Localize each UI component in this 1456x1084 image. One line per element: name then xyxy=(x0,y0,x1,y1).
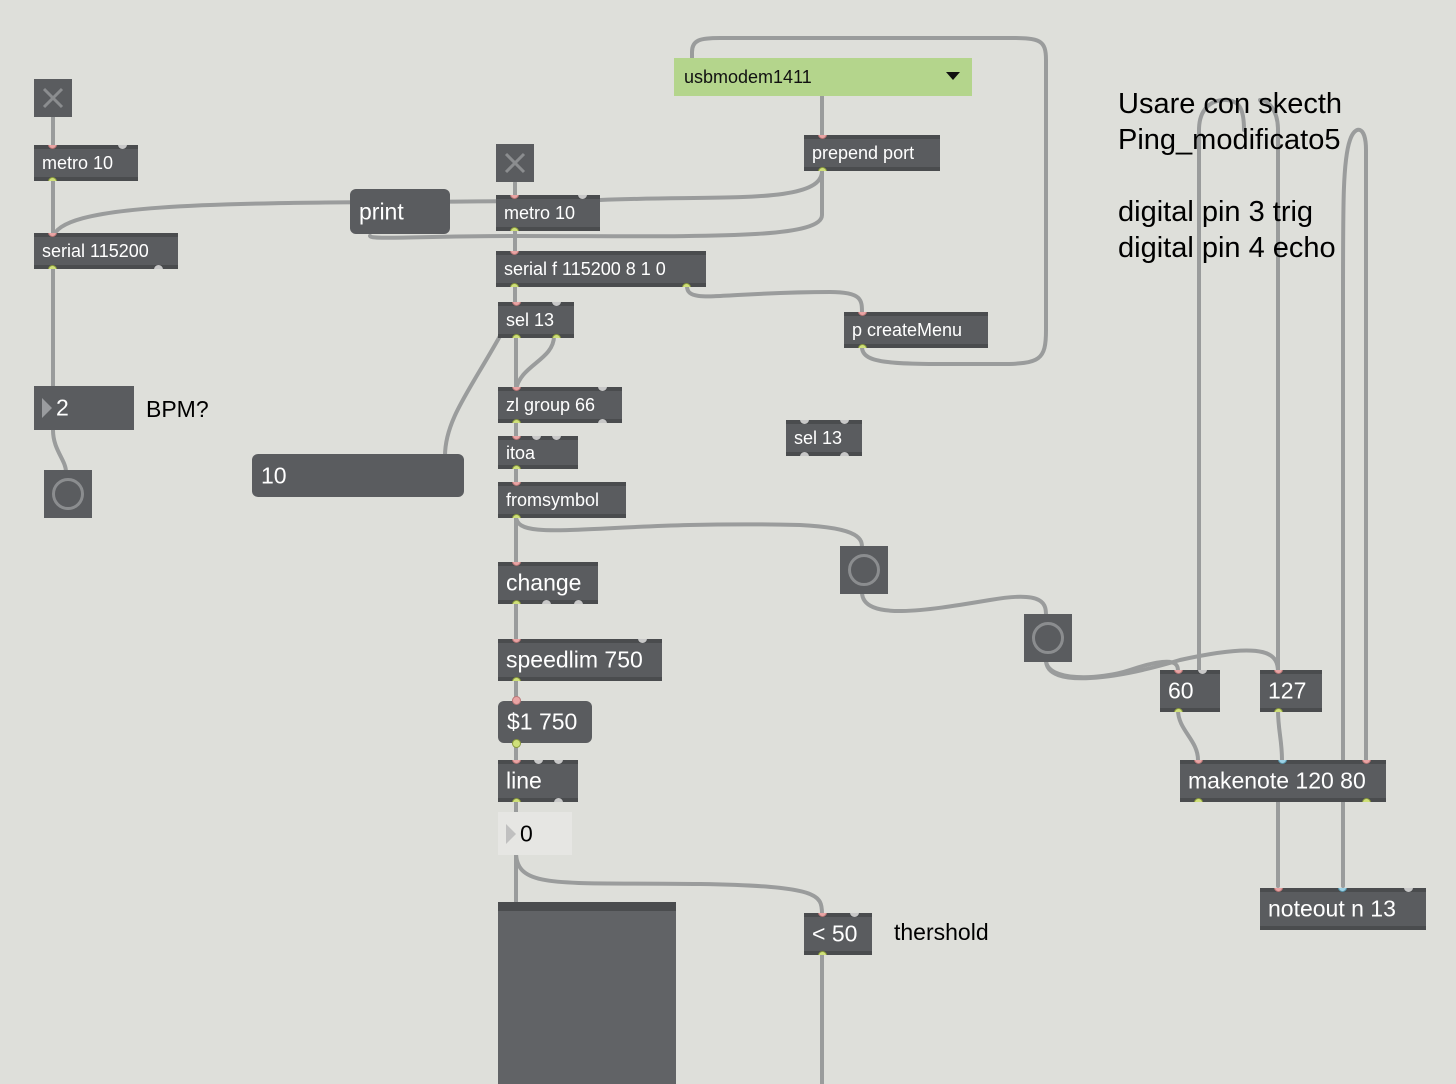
print-object[interactable]: print xyxy=(350,189,450,234)
bpm-number-value: 2 xyxy=(56,394,69,421)
line-number-value: 0 xyxy=(520,820,533,846)
note-line-4: digital pin 4 echo xyxy=(1118,232,1336,264)
bang-right[interactable] xyxy=(1024,614,1072,662)
message-line-ramp-label: $1 750 xyxy=(507,708,578,735)
cord xyxy=(514,514,864,550)
lessthan-object[interactable]: < 50 xyxy=(804,913,872,955)
x-icon xyxy=(504,152,526,174)
cord xyxy=(1044,658,1180,680)
cord xyxy=(860,590,1048,618)
message-line-ramp[interactable]: $1 750 xyxy=(498,696,592,748)
speedlim-label: speedlim 750 xyxy=(506,646,643,673)
cord xyxy=(1276,708,1284,762)
note-line-2: Ping_modificato5 xyxy=(1118,124,1341,156)
number-60-label: 60 xyxy=(1168,677,1194,704)
number-127[interactable]: 127 xyxy=(1260,670,1322,712)
x-icon xyxy=(42,87,64,109)
zl-group-label: zl group 66 xyxy=(506,395,596,415)
makenote-object[interactable]: makenote 120 80 xyxy=(1180,760,1386,802)
speedlim-object[interactable]: speedlim 750 xyxy=(498,639,662,681)
line-object[interactable]: line xyxy=(498,760,578,802)
metro-left[interactable]: metro 10 xyxy=(34,145,138,181)
prepend-port-object[interactable]: prepend port xyxy=(804,135,940,171)
sel13-main-label: sel 13 xyxy=(506,310,555,330)
metro-left-label: metro 10 xyxy=(42,153,114,173)
note-line-1: Usare con skecth xyxy=(1118,88,1343,120)
prepend-port-label: prepend port xyxy=(812,143,915,163)
serial-f-object[interactable]: serial f 115200 8 1 0 xyxy=(496,251,706,287)
port-menu[interactable]: usbmodem1411 xyxy=(674,58,972,96)
noteout-label: noteout n 13 xyxy=(1268,895,1396,922)
circle-icon xyxy=(1032,622,1064,654)
sel13-loose[interactable]: sel 13 xyxy=(786,420,862,456)
fromsymbol-label: fromsymbol xyxy=(506,490,600,510)
change-object[interactable]: change xyxy=(498,562,598,604)
message-10-label: 10 xyxy=(261,462,287,488)
p-createmenu-object[interactable]: p createMenu xyxy=(844,312,988,348)
fromsymbol-object[interactable]: fromsymbol xyxy=(498,482,626,518)
threshold-comment: thershold xyxy=(894,919,989,945)
number-127-label: 127 xyxy=(1268,677,1307,704)
note-line-3: digital pin 3 trig xyxy=(1118,196,1314,228)
zl-group-object[interactable]: zl group 66 xyxy=(498,387,622,423)
triangle-icon xyxy=(42,398,52,418)
triangle-icon xyxy=(506,823,516,844)
metro-middle-label: metro 10 xyxy=(504,203,576,223)
itoa-object[interactable]: itoa xyxy=(498,436,578,469)
note-comment: Usare con skecth Ping_modificato5 digita… xyxy=(1118,86,1438,266)
lessthan-label: < 50 xyxy=(812,920,858,947)
dropdown-arrow-icon xyxy=(946,72,960,80)
message-10[interactable]: 10 xyxy=(252,454,464,497)
change-label: change xyxy=(506,569,582,596)
number-60[interactable]: 60 xyxy=(1160,670,1220,712)
noteout-object[interactable]: noteout n 13 xyxy=(1260,888,1426,930)
line-number-box[interactable]: 0 xyxy=(498,812,572,855)
meter-display xyxy=(498,902,676,1084)
cord xyxy=(685,284,864,315)
toggle-middle[interactable] xyxy=(496,144,534,182)
bang-middle[interactable] xyxy=(840,546,888,594)
circle-icon xyxy=(848,554,880,586)
cord xyxy=(51,428,68,474)
serial-f-label: serial f 115200 8 1 0 xyxy=(504,259,666,279)
metro-middle[interactable]: metro 10 xyxy=(496,195,600,231)
toggle-left[interactable] xyxy=(34,79,72,117)
cord xyxy=(1176,708,1200,762)
sel13-main[interactable]: sel 13 xyxy=(498,302,574,338)
cord xyxy=(443,334,502,458)
port-menu-selected: usbmodem1411 xyxy=(684,67,812,87)
line-label: line xyxy=(506,767,542,794)
print-label: print xyxy=(359,198,404,224)
bang-left[interactable] xyxy=(44,470,92,518)
itoa-label: itoa xyxy=(506,442,536,463)
sel13-loose-label: sel 13 xyxy=(794,428,843,448)
circle-icon xyxy=(52,478,84,510)
p-createmenu-label: p createMenu xyxy=(852,320,963,340)
bpm-number-box[interactable]: 2 xyxy=(34,386,134,430)
serial-left[interactable]: serial 115200 xyxy=(34,233,178,269)
makenote-label: makenote 120 80 xyxy=(1188,767,1366,794)
serial-left-label: serial 115200 xyxy=(42,241,149,261)
cord xyxy=(514,334,556,392)
bpm-comment: BPM? xyxy=(146,396,209,422)
